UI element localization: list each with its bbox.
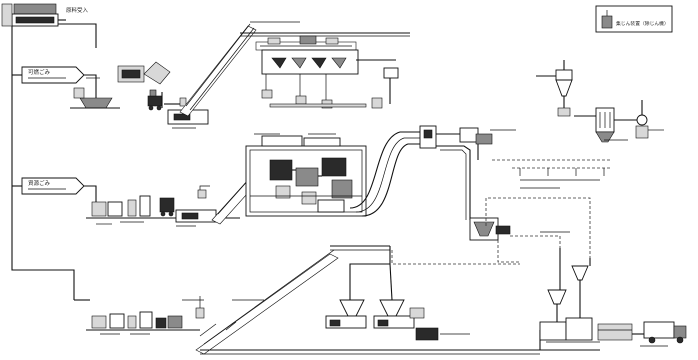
legend-icon [601, 15, 613, 29]
forklift-icon [147, 89, 163, 111]
input-arrow-1: 可燃ごみ [21, 66, 85, 84]
inclined-conveyor-1 [179, 23, 257, 117]
input-arrow-2: 資源ごみ [21, 177, 85, 195]
receiving-label: 原料受入 [66, 6, 89, 14]
exhaust-fan-icon [635, 100, 664, 139]
receiving-pit-1 [79, 97, 113, 109]
vertical-conveyor [436, 127, 511, 241]
bag-filter-icon [574, 107, 638, 143]
bottom-right-storage [539, 248, 633, 351]
line-1-equipment [70, 23, 257, 125]
inclined-conveyor-3 [195, 249, 339, 355]
receiving-unit [1, 3, 66, 27]
dashed-conveyors [485, 159, 612, 263]
top-feed-line [58, 23, 97, 48]
small-label-marks [86, 77, 668, 347]
line-2-equipment [84, 185, 240, 223]
crusher-1-icon [117, 61, 171, 85]
input-1-label: 可燃ごみ [28, 68, 51, 76]
line-3-equipment [12, 269, 205, 331]
input-2-label: 資源ごみ [28, 179, 51, 187]
bottom-distribution-line [200, 245, 540, 355]
top-process-line [240, 21, 410, 109]
legend-box: 集じん装置（除じん機） [595, 5, 673, 33]
hopper-icon [415, 327, 439, 341]
sorting-building [245, 135, 367, 217]
curved-conveyor [349, 125, 460, 217]
main-trunk-line [11, 26, 18, 271]
truck-icon [632, 321, 687, 344]
receiving-label-text: 原料受入 [66, 6, 89, 14]
legend-label: 集じん装置（除じん機） [616, 20, 669, 27]
cyclone-icon [536, 60, 573, 117]
